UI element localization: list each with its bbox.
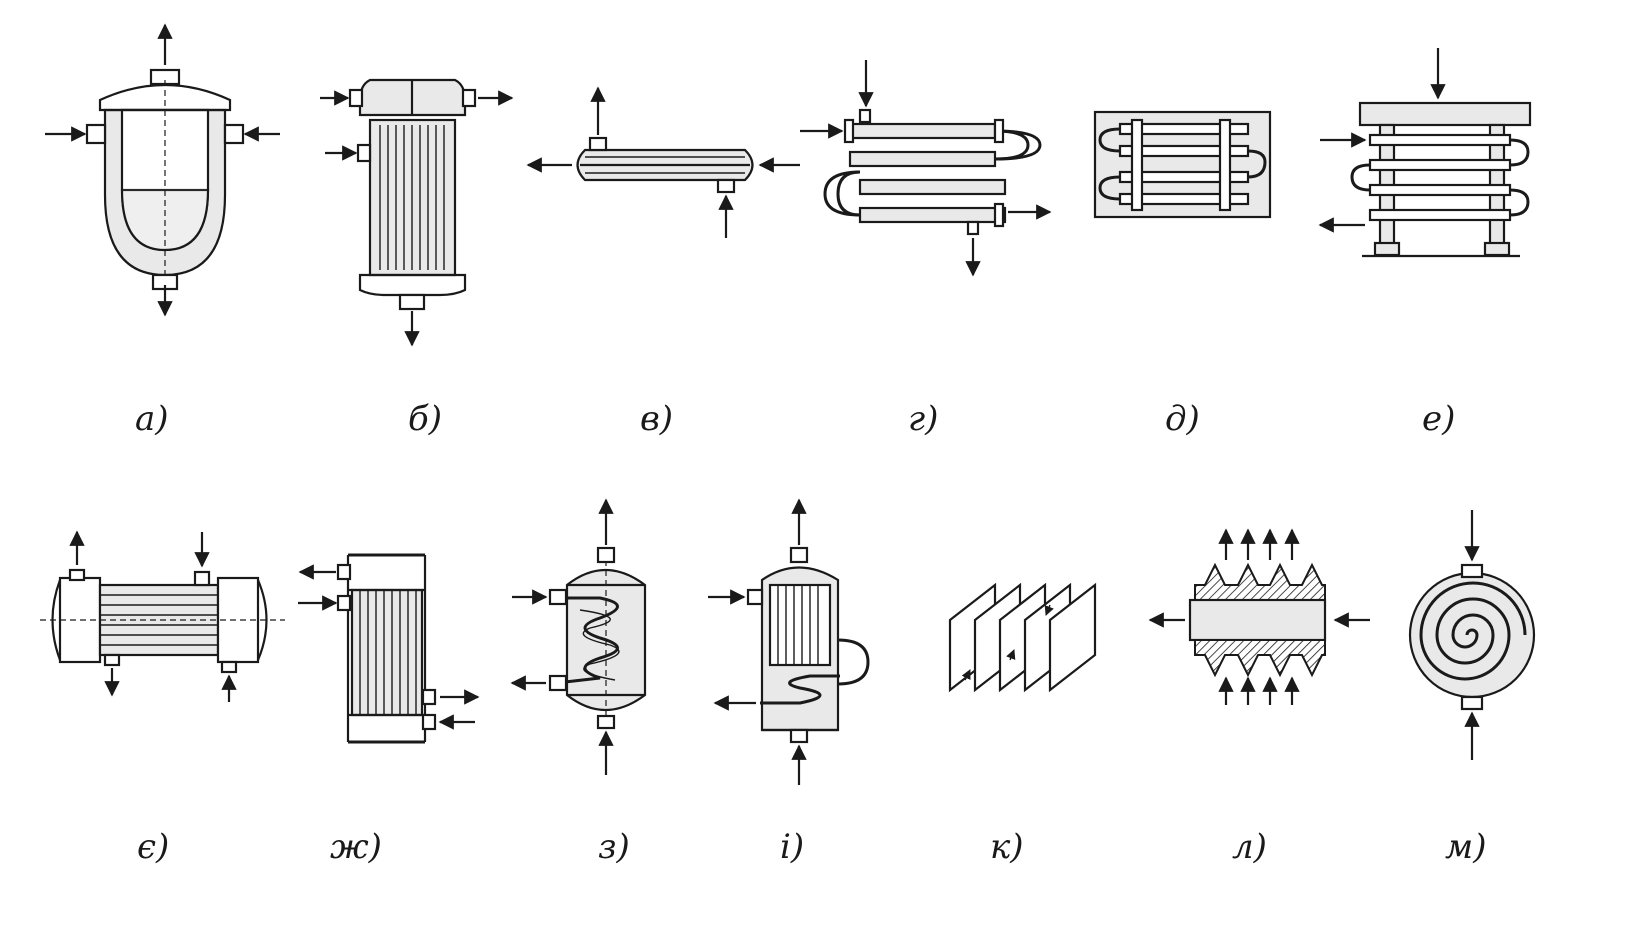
label-zh: ж) [330, 827, 382, 867]
diagram-g-hairpin-exchanger [800, 60, 1052, 277]
diagram-zh-vertical-shell-tube [298, 553, 480, 744]
label-ye: є) [137, 827, 169, 867]
figure-labels: а) б) в) г) д) е) є) ж) з) і) к) л) м) [135, 399, 1486, 867]
diagram-m-spiral-exchanger [1408, 510, 1536, 760]
label-a: а) [135, 399, 169, 439]
diagram-a-jacketed-vessel [45, 23, 280, 317]
label-l: л) [1232, 827, 1267, 867]
label-v: в) [640, 399, 673, 439]
diagram-z-coil-exchanger [510, 498, 647, 775]
diagram-ye-horizontal-shell-tube [40, 530, 285, 702]
diagram-d-sectional-exchanger [1093, 110, 1272, 219]
diagram-i-combined-exchanger [708, 498, 870, 785]
diagram-l-finned-tube [1148, 528, 1370, 705]
label-i: і) [780, 827, 804, 867]
label-e: е) [1422, 399, 1455, 439]
label-z: з) [598, 827, 630, 867]
diagram-v-horizontal-exchanger [526, 86, 800, 238]
label-g: г) [908, 399, 938, 439]
label-k: к) [990, 827, 1024, 867]
label-m: м) [1445, 827, 1486, 867]
diagram-k-plate-exchanger [948, 582, 1097, 693]
diagram-e-stacked-pipe-exchanger [1318, 48, 1532, 258]
label-b: б) [408, 399, 442, 439]
diagram-b-vertical-shell-tube [320, 78, 514, 347]
label-d: д) [1165, 399, 1200, 439]
